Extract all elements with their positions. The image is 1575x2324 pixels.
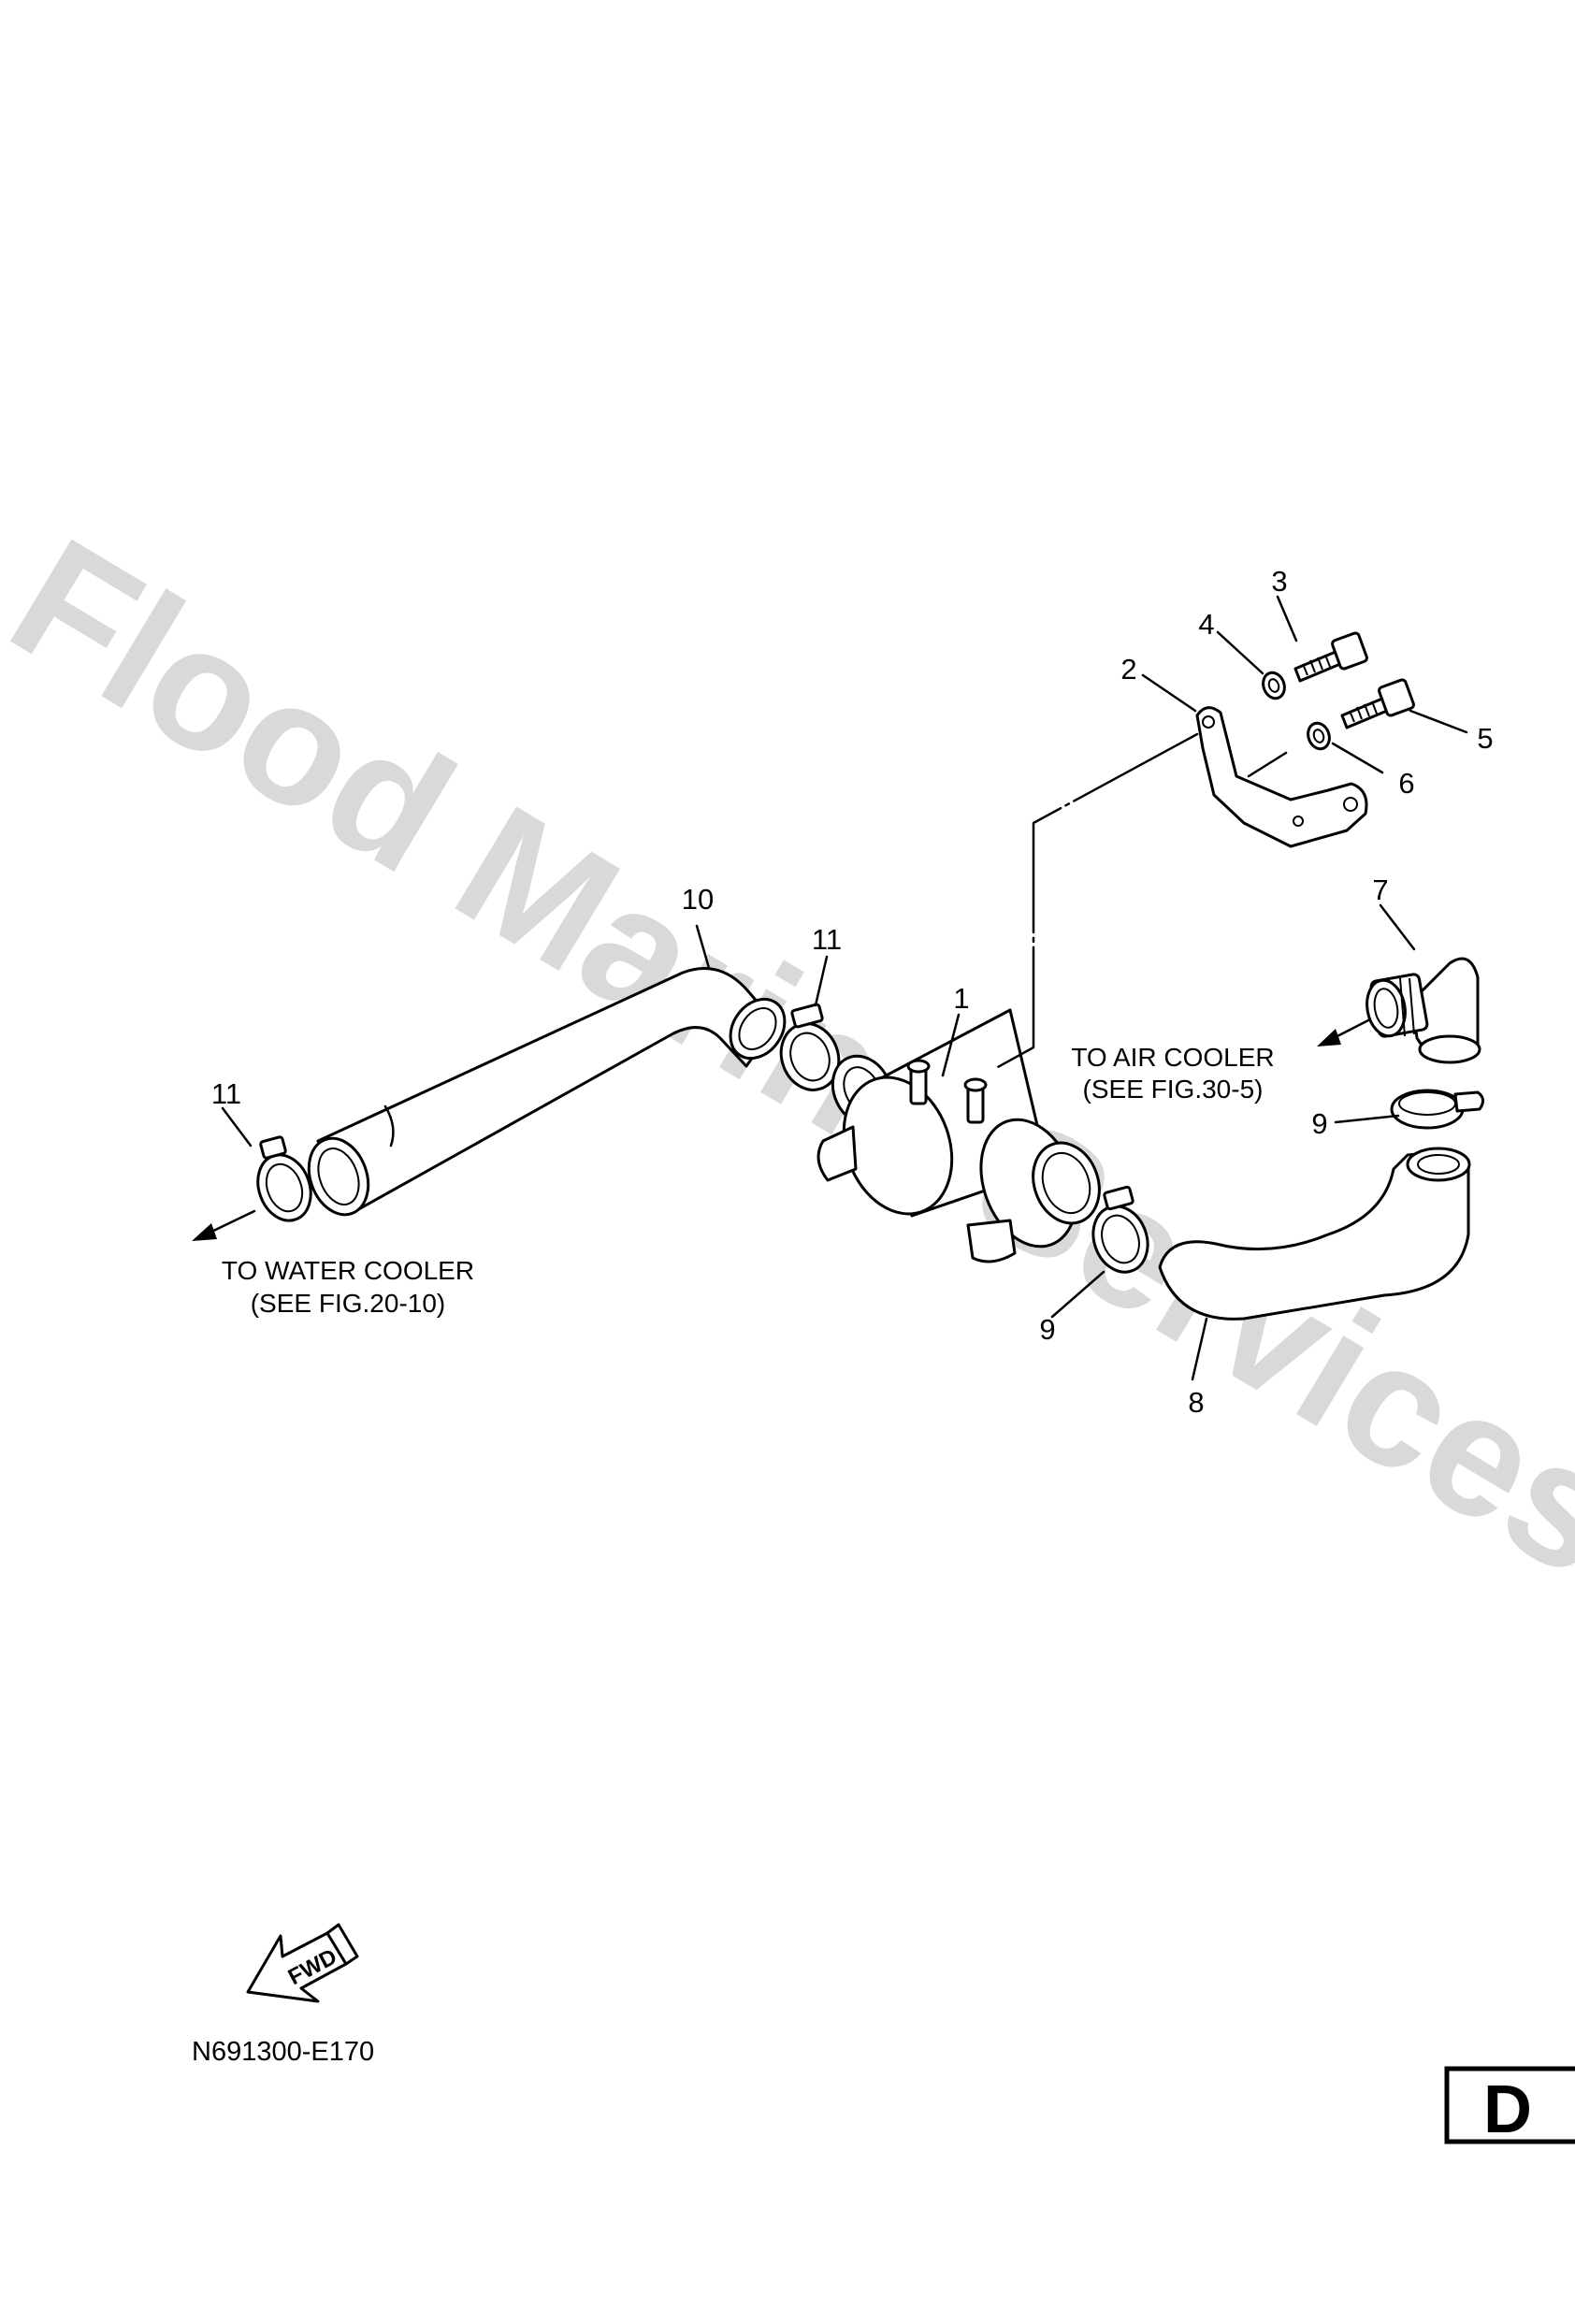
callout-3: 3	[1271, 565, 1287, 598]
part-9-clamp-upper	[1390, 1089, 1484, 1130]
callout-10: 10	[682, 883, 714, 916]
part-4-washer	[1262, 671, 1286, 700]
callout-8: 8	[1188, 1386, 1204, 1419]
note-water-cooler-line1: TO WATER COOLER	[222, 1256, 474, 1285]
part-5-bolt	[1340, 678, 1415, 729]
arrow-to-water-cooler	[192, 1209, 256, 1241]
drawing-code: N691300-E170	[192, 2037, 374, 2067]
part-6-washer	[1307, 721, 1331, 751]
leader-lines	[221, 595, 1468, 1381]
part-11-clamp-right	[779, 1003, 841, 1091]
part-9-clamp-lower	[1091, 1185, 1149, 1274]
callout-5: 5	[1477, 722, 1493, 755]
fwd-arrow-icon: FWD	[246, 1923, 359, 2003]
part-3-bolt	[1293, 631, 1368, 683]
part-10-hose	[307, 967, 787, 1217]
note-air-cooler-line2: (SEE FIG.30-5)	[1083, 1075, 1264, 1104]
note-air-cooler-line1: TO AIR COOLER	[1071, 1043, 1274, 1072]
part-11-clamp-left	[256, 1135, 312, 1222]
part-7-elbow	[1365, 957, 1481, 1064]
callout-11-right: 11	[812, 923, 842, 956]
part-2-bracket	[1195, 706, 1368, 848]
callout-9-upper: 9	[1311, 1107, 1327, 1140]
part-1-housing	[816, 1008, 1101, 1263]
callout-6: 6	[1398, 767, 1414, 800]
callout-11-left: 11	[211, 1077, 241, 1110]
note-water-cooler-line2: (SEE FIG.20-10)	[251, 1289, 446, 1318]
arrow-to-air-cooler	[1317, 1018, 1372, 1047]
callout-4: 4	[1198, 608, 1214, 641]
callout-9-lower: 9	[1039, 1313, 1055, 1346]
part-8-hose	[1158, 1147, 1471, 1321]
callout-1: 1	[953, 982, 969, 1015]
callout-7: 7	[1372, 873, 1388, 906]
section-tab: D	[1444, 2066, 1575, 2147]
callout-2: 2	[1120, 653, 1136, 686]
section-tab-letter: D	[1483, 2072, 1532, 2147]
